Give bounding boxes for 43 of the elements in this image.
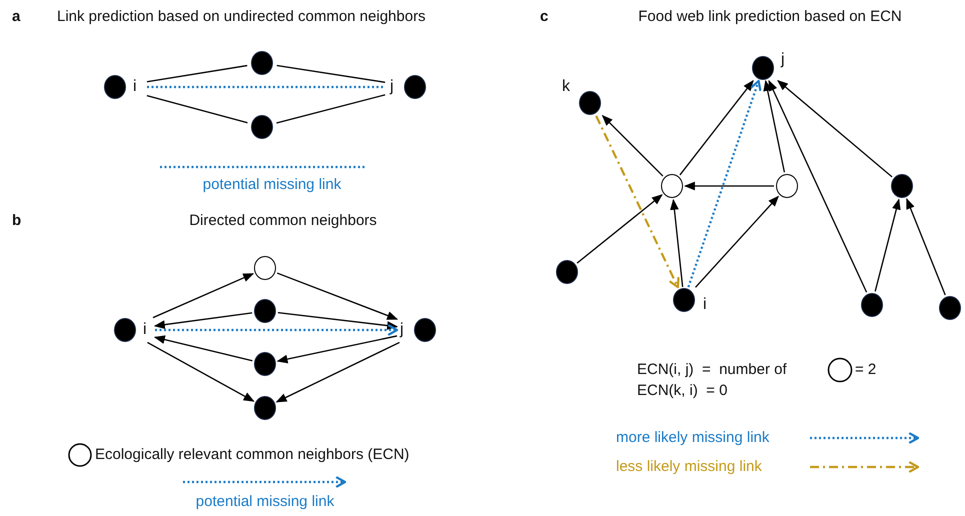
- arrow: [763, 80, 786, 172]
- arrow: [147, 342, 255, 402]
- legend-text: potential missing link: [202, 176, 342, 194]
- arrow: [695, 196, 780, 288]
- panel-letter: b: [12, 212, 22, 230]
- panel-title: Food web link prediction based on ECN: [638, 8, 902, 26]
- dotted-arrow: [595, 115, 680, 288]
- arrow: [276, 342, 400, 402]
- arrow: [278, 312, 398, 330]
- node-label: j: [400, 321, 404, 339]
- arrow: [768, 80, 868, 293]
- arrow: [684, 182, 774, 190]
- panel-letter: c: [540, 8, 548, 26]
- legend-text: potential missing link: [196, 493, 334, 511]
- formula-text: ECN(k, i) = 0: [637, 382, 728, 400]
- node-label: j: [390, 78, 394, 96]
- arrow: [874, 198, 901, 292]
- node-label: i: [143, 321, 147, 339]
- legend-text: Ecologically relevant common neighbors (ECN): [95, 446, 410, 464]
- arrow: [777, 80, 892, 178]
- arrow: [602, 114, 664, 176]
- legend-text: less likely missing link: [616, 458, 762, 476]
- arrow: [152, 273, 254, 318]
- node-label: j: [781, 51, 785, 69]
- arrow: [679, 80, 754, 176]
- node-label: i: [703, 296, 707, 314]
- legend-text: more likely missing link: [616, 429, 770, 447]
- node-label: k: [562, 78, 570, 96]
- arrow: [276, 335, 398, 364]
- dotted-arrow: [155, 324, 398, 336]
- panel-title: Link prediction based on undirected common neighbors: [57, 8, 426, 26]
- node-label: i: [133, 78, 137, 96]
- formula-text: ECN(i, j) = number of: [637, 361, 787, 379]
- formula-text: = 2: [855, 361, 876, 379]
- arrow: [154, 335, 253, 362]
- arrow: [154, 312, 252, 329]
- arrow: [906, 198, 946, 296]
- panel-title: Directed common neighbors: [189, 212, 377, 230]
- arrow: [670, 198, 684, 288]
- arrow: [276, 272, 398, 320]
- dotted-arrow: [687, 80, 762, 288]
- arrow: [576, 194, 663, 264]
- panel-letter: a: [12, 8, 20, 26]
